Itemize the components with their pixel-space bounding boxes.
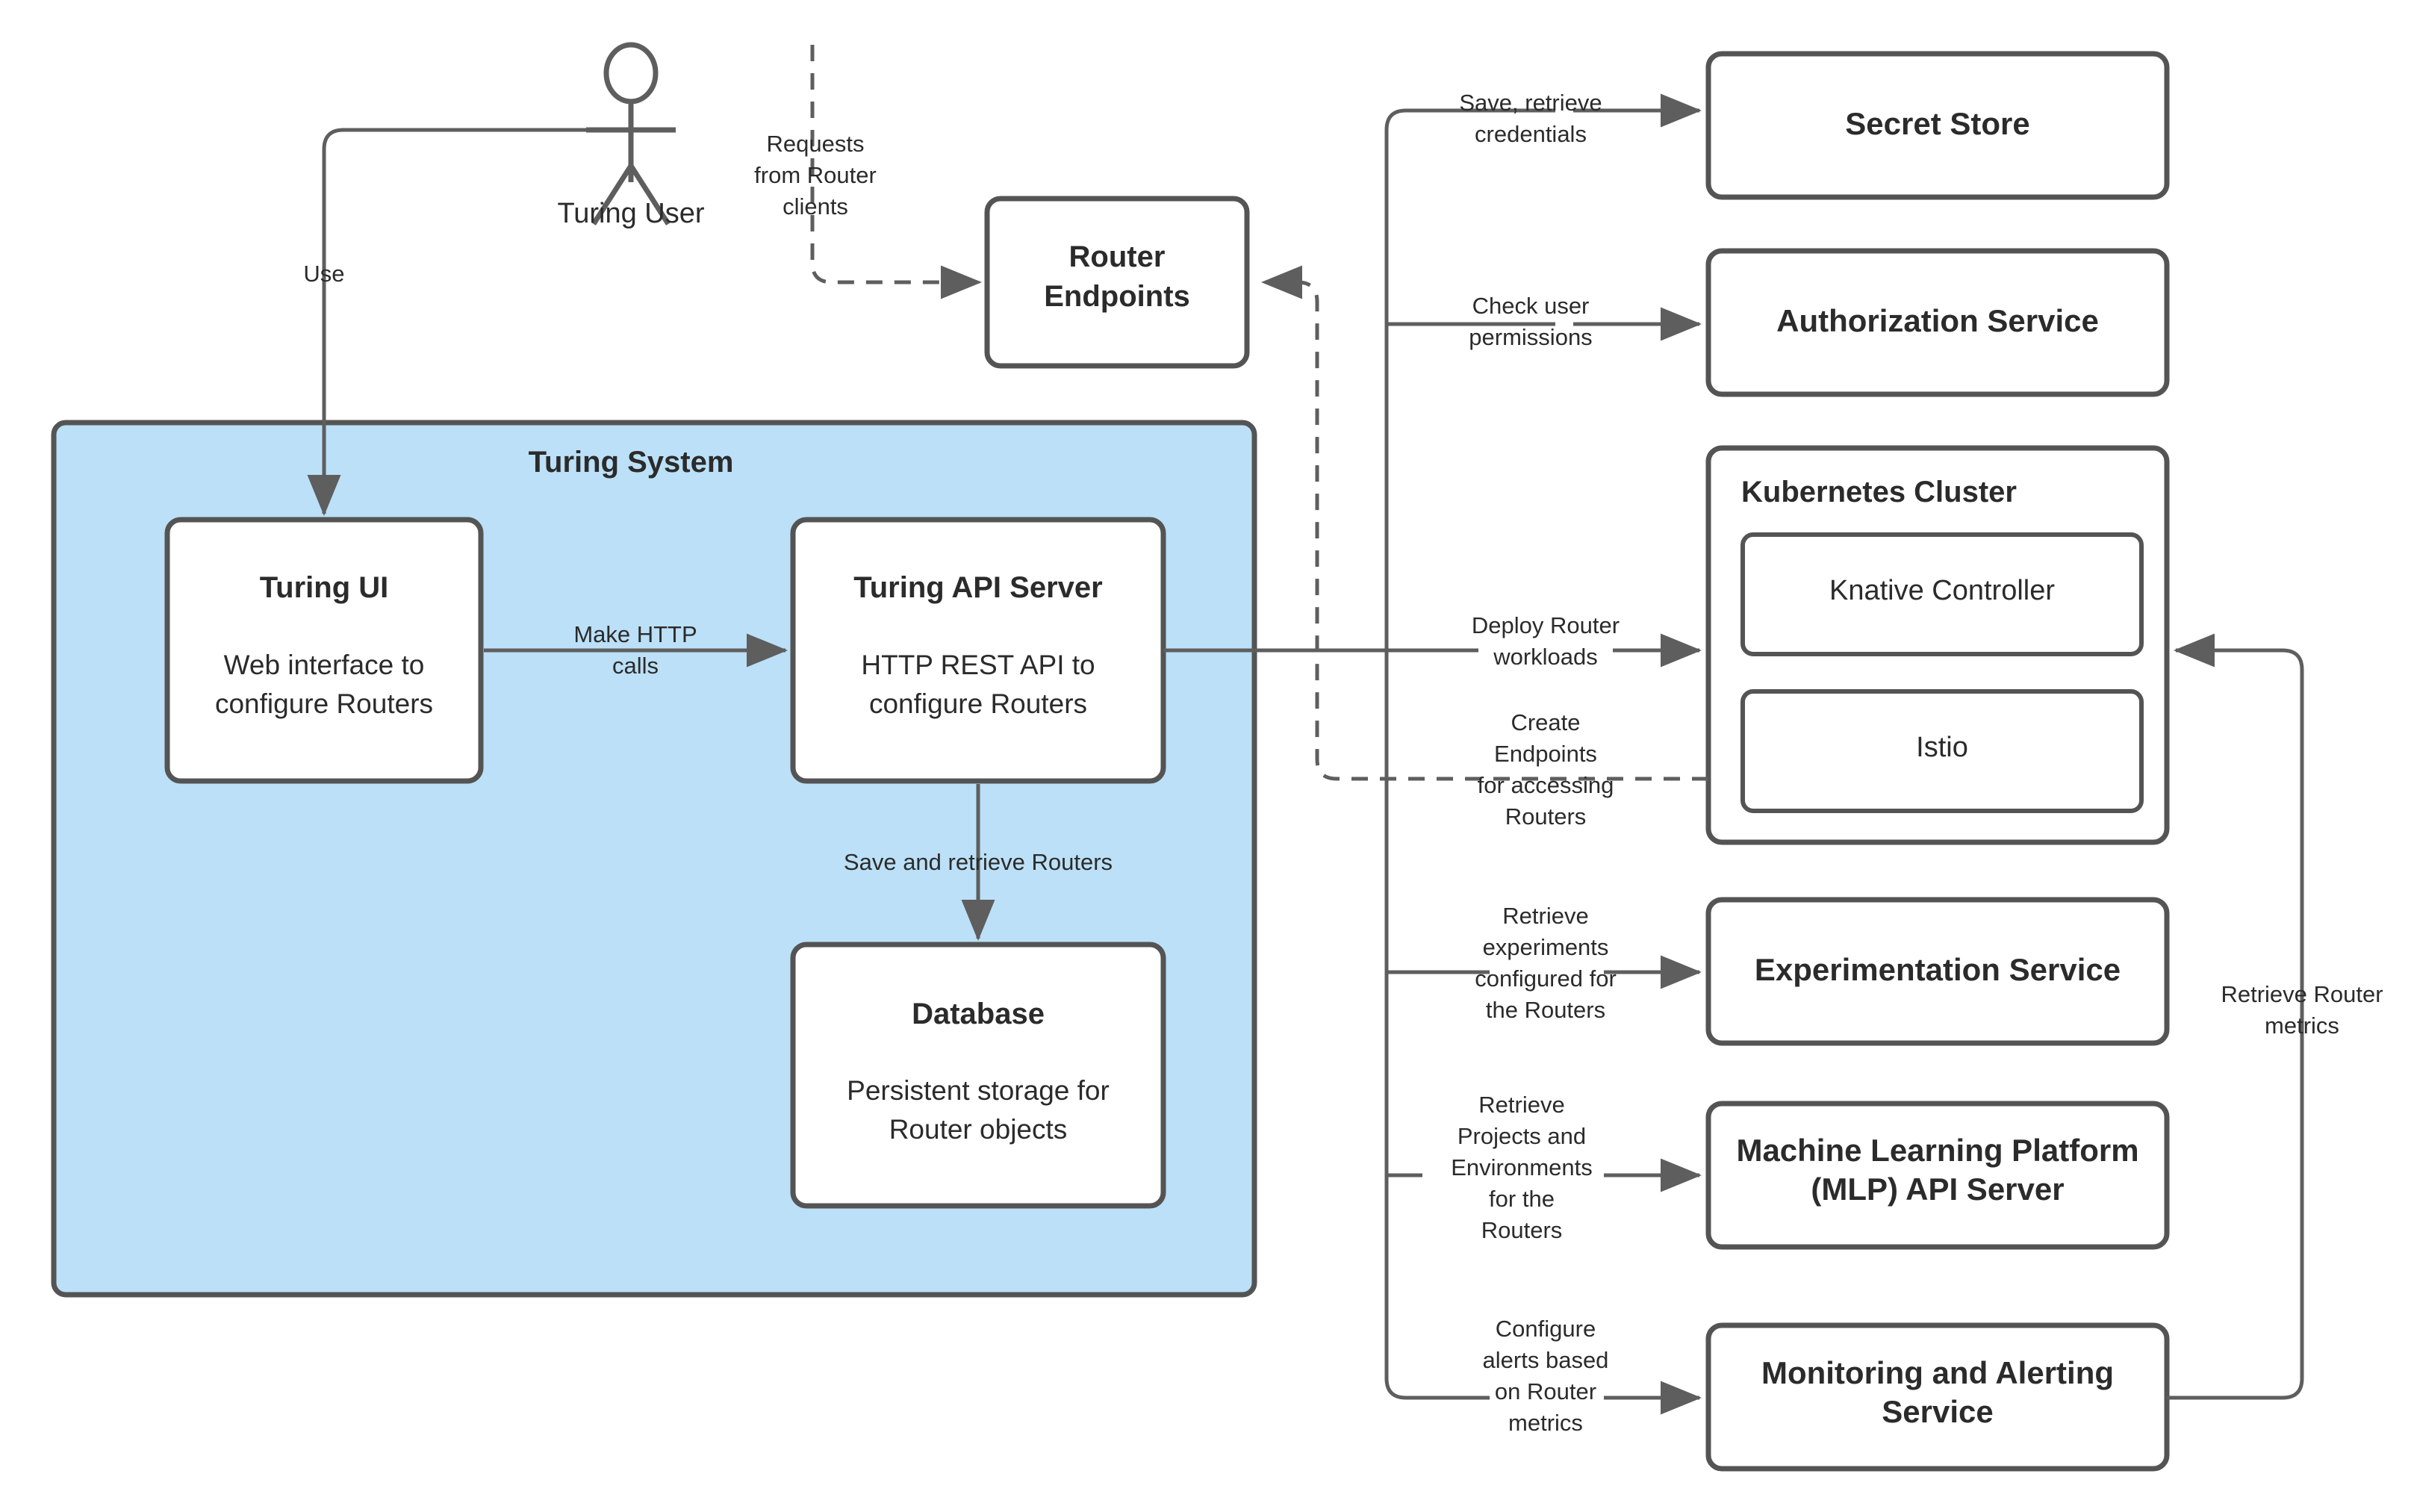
- istio-title: Istio: [1916, 732, 1968, 763]
- edge-retrieve-projects-environments: Retrieve Projects and Environments for t…: [1387, 1092, 1702, 1243]
- edge-retrieve-experiments: Retrieve experiments configured for the …: [1387, 903, 1702, 1023]
- edge-use: Use: [303, 128, 586, 517]
- edge-make-http-calls: Make HTTP calls: [484, 621, 788, 679]
- edge-deploy-router-workloads: Deploy Router workloads: [1387, 612, 1702, 670]
- edge-monitoring-label-line4: metrics: [1508, 1410, 1583, 1436]
- knative-controller-box[interactable]: [1740, 532, 2144, 656]
- edge-check-user-permissions: Check user permissions: [1387, 293, 1702, 350]
- edge-monitoring-label-line2: alerts based: [1483, 1347, 1609, 1373]
- actor-label: Turing User: [557, 198, 704, 229]
- node-kubernetes-cluster[interactable]: Kubernetes Cluster Knative Controller Is…: [1705, 445, 2170, 845]
- experimentation-service-title: Experimentation Service: [1755, 952, 2121, 987]
- edge-experimentation-label-line4: the Routers: [1486, 997, 1605, 1023]
- kubernetes-cluster-title: Kubernetes Cluster: [1741, 476, 2017, 508]
- edge-mlp-label-line5: Routers: [1481, 1217, 1563, 1243]
- turing-ui-desc-line2: configure Routers: [215, 688, 433, 719]
- turing-system-label: Turing System: [529, 446, 734, 479]
- node-turing-ui[interactable]: Turing UI Web interface to configure Rou…: [164, 517, 484, 784]
- edge-mlp-label-line3: Environments: [1451, 1154, 1593, 1180]
- edge-make-http-calls-label-line1: Make HTTP: [573, 621, 697, 647]
- turing-api-server-desc-line1: HTTP REST API to: [861, 650, 1095, 680]
- actor-head-icon: [603, 42, 659, 105]
- edge-create-endpoints-label-line2: Endpoints: [1494, 741, 1597, 767]
- edge-use-path: [307, 128, 586, 517]
- edge-deploy-label-line1: Deploy Router: [1472, 612, 1620, 638]
- knative-controller-title: Knative Controller: [1829, 575, 2055, 606]
- turing-api-server-desc-line2: configure Routers: [869, 688, 1087, 719]
- actor-turing-user: Turing User: [557, 42, 705, 229]
- edge-mlp-label-line1: Retrieve: [1478, 1092, 1564, 1118]
- edge-monitoring-label-line1: Configure: [1496, 1316, 1596, 1342]
- router-endpoints-title-line1: Router: [1069, 240, 1166, 273]
- edge-experimentation-label-line3: configured for: [1475, 965, 1617, 992]
- database-desc-line2: Router objects: [889, 1114, 1068, 1145]
- router-endpoints-title-line2: Endpoints: [1044, 280, 1190, 313]
- edge-mlp-label-line2: Projects and: [1458, 1123, 1586, 1149]
- actor-right-leg-icon: [629, 164, 671, 225]
- edge-retrieve-router-metrics-label-line1: Retrieve Router: [2221, 981, 2383, 1007]
- authorization-service-box[interactable]: [1705, 248, 2170, 397]
- edge-create-endpoints: Create Endpoints for accessing Routers: [1260, 265, 1708, 830]
- edge-deploy-label-line2: workloads: [1493, 644, 1598, 670]
- edge-experimentation-label-line2: experiments: [1483, 934, 1609, 960]
- node-router-endpoints[interactable]: Router Endpoints: [984, 196, 1250, 369]
- turing-ui-title: Turing UI: [260, 571, 389, 604]
- edge-create-endpoints-label-line1: Create: [1511, 709, 1580, 735]
- edge-requests-label-line2: from Router: [754, 162, 877, 188]
- edge-save-retrieve-credentials: Save, retrieve credentials: [1406, 90, 1702, 147]
- router-endpoints-box[interactable]: [984, 196, 1250, 369]
- turing-ui-desc-line1: Web interface to: [224, 650, 425, 680]
- experimentation-service-box[interactable]: [1705, 897, 2170, 1046]
- node-database[interactable]: Database Persistent storage for Router o…: [790, 942, 1166, 1209]
- edge-requests-path: [810, 45, 983, 299]
- node-mlp-api-server[interactable]: Machine Learning Platform (MLP) API Serv…: [1705, 1101, 2170, 1250]
- edge-mlp-label-line4: for the: [1489, 1186, 1555, 1212]
- node-authorization-service[interactable]: Authorization Service: [1705, 248, 2170, 397]
- monitoring-alerting-title-line1: Monitoring and Alerting: [1761, 1355, 2114, 1390]
- edge-secret-store-label-line2: credentials: [1475, 121, 1587, 147]
- node-turing-api-server[interactable]: Turing API Server HTTP REST API to confi…: [790, 517, 1166, 784]
- mlp-api-server-title-line1: Machine Learning Platform: [1736, 1133, 2138, 1168]
- edge-requests-from-router-clients: Requests from Router clients: [754, 45, 983, 299]
- edge-authz-label-line1: Check user: [1472, 293, 1590, 319]
- edge-retrieve-router-metrics: Retrieve Router metrics: [2167, 633, 2383, 1400]
- actor-left-leg-icon: [591, 164, 633, 225]
- node-monitoring-alerting-service[interactable]: Monitoring and Alerting Service: [1705, 1322, 2170, 1472]
- database-desc-line1: Persistent storage for: [847, 1075, 1110, 1106]
- edge-create-endpoints-label-line3: for accessing: [1478, 772, 1614, 798]
- monitoring-alerting-title-line2: Service: [1882, 1394, 1993, 1429]
- edge-retrieve-router-metrics-path: [2167, 633, 2304, 1400]
- edge-retrieve-router-metrics-label-line2: metrics: [2265, 1012, 2339, 1039]
- turing-api-server-title: Turing API Server: [853, 571, 1102, 604]
- edge-requests-label-line1: Requests: [767, 131, 865, 157]
- edge-save-retrieve-routers-label: Save and retrieve Routers: [844, 849, 1113, 875]
- secret-store-title: Secret Store: [1845, 106, 2029, 141]
- edge-create-endpoints-path: [1260, 265, 1708, 781]
- edge-requests-label-line3: clients: [783, 193, 848, 220]
- authorization-service-title: Authorization Service: [1776, 303, 2099, 338]
- edge-save-retrieve-routers: Save and retrieve Routers: [844, 784, 1113, 942]
- integration-trunk: [1163, 108, 1407, 1400]
- edge-monitoring-label-line3: on Router: [1495, 1378, 1596, 1404]
- turing-ui-box[interactable]: [164, 517, 484, 784]
- database-title: Database: [912, 998, 1045, 1030]
- edge-experimentation-label-line1: Retrieve: [1502, 903, 1588, 929]
- istio-box[interactable]: [1740, 689, 2144, 813]
- edge-make-http-calls-label-line2: calls: [612, 653, 659, 679]
- mlp-api-server-title-line2: (MLP) API Server: [1811, 1172, 2064, 1207]
- mlp-api-server-box[interactable]: [1705, 1101, 2170, 1250]
- edge-authz-label-line2: permissions: [1469, 324, 1592, 350]
- edge-create-endpoints-label-line4: Routers: [1505, 803, 1587, 830]
- node-experimentation-service[interactable]: Experimentation Service: [1705, 897, 2170, 1046]
- edge-secret-store-label-line1: Save, retrieve: [1459, 90, 1602, 116]
- edge-use-label: Use: [303, 261, 344, 287]
- secret-store-box[interactable]: [1705, 51, 2170, 200]
- database-box[interactable]: [790, 942, 1166, 1209]
- node-secret-store[interactable]: Secret Store: [1705, 51, 2170, 200]
- trunk-spine: [1384, 108, 1407, 1400]
- edge-configure-alerts: Configure alerts based on Router metrics: [1406, 1316, 1702, 1436]
